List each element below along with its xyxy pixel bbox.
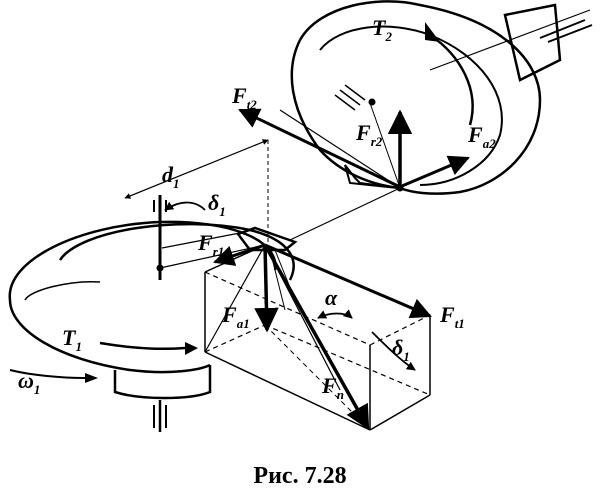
force-fn-arrow xyxy=(263,244,370,431)
force-fr1-arrow xyxy=(213,243,266,266)
driving-gear-tooth xyxy=(235,226,298,252)
forces-gear-2 xyxy=(238,108,470,188)
driven-gear-outer xyxy=(298,0,542,195)
driving-gear-hub xyxy=(113,365,212,400)
contact-line-upper xyxy=(279,109,401,189)
driven-axis-segment xyxy=(369,102,401,189)
pitch-cone-line xyxy=(159,244,266,269)
driving-gear-inner-rim xyxy=(24,280,101,301)
force-fa2-arrow xyxy=(401,155,470,188)
torque-arrow-t2 xyxy=(429,33,474,126)
driven-gear-hub xyxy=(503,3,562,82)
label-d1: d1 xyxy=(162,162,180,191)
delta1-arc-right xyxy=(371,331,416,371)
force-ft2-arrow xyxy=(238,108,399,188)
label-fr2: Fr2 xyxy=(355,120,383,149)
driven-shaft-end xyxy=(539,19,586,39)
force-ft1-arrow xyxy=(264,243,432,319)
label-alpha: α xyxy=(325,285,338,310)
driven-axis-point xyxy=(368,98,376,106)
labels: T2 Ft2 Fr2 Fa2 d1 δ1 Fr1 Fa1 α Ft1 δ1 T1… xyxy=(18,15,496,402)
driving-gear-lower-rim xyxy=(8,299,211,374)
force-fa1-arrow xyxy=(254,244,279,333)
label-fn: Fn xyxy=(321,373,344,402)
forces-gear-1 xyxy=(213,243,432,431)
torque-arrow-t2-head xyxy=(425,22,440,42)
driving-gear-outer-rim xyxy=(8,220,277,301)
alpha-arc xyxy=(317,309,353,319)
driven-gear-inner xyxy=(319,25,503,186)
label-t2: T2 xyxy=(372,15,392,44)
label-t1: T1 xyxy=(62,325,82,354)
label-omega1: ω1 xyxy=(18,368,40,397)
label-fa1: Fa1 xyxy=(221,302,250,331)
driven-gear-tooth xyxy=(344,164,399,189)
torque-arrow-t1 xyxy=(99,341,186,350)
driven-shaft-end-2 xyxy=(547,24,593,43)
d1-dimension-line xyxy=(124,139,269,199)
driven-gear xyxy=(279,0,593,195)
label-fa2: Fa2 xyxy=(467,122,496,151)
label-delta1-right: δ1 xyxy=(392,335,410,364)
label-fr1: Fr1 xyxy=(197,230,224,259)
figure-caption: Рис. 7.28 xyxy=(253,463,346,489)
label-ft1: Ft1 xyxy=(439,302,465,331)
delta1-arc-top xyxy=(164,201,206,211)
omega-arrow xyxy=(9,369,86,379)
label-delta1-top: δ1 xyxy=(208,190,226,219)
label-ft2: Ft2 xyxy=(231,83,257,112)
